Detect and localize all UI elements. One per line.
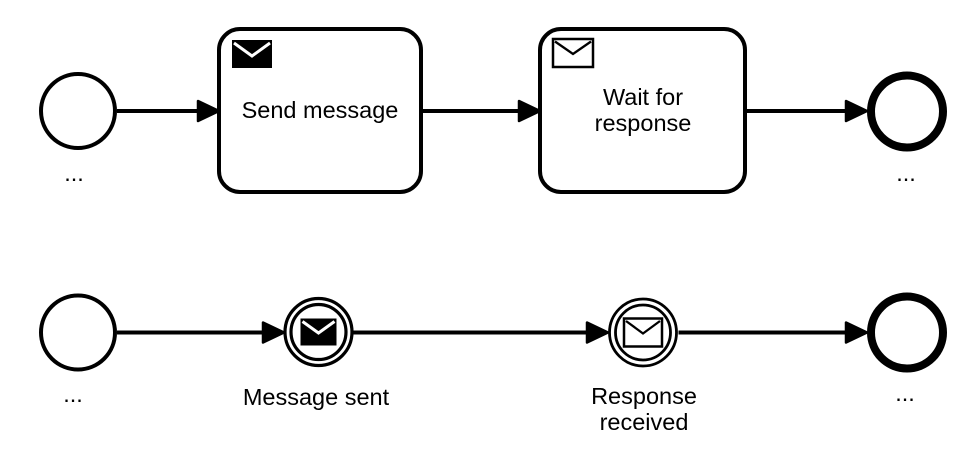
event-outer-ring: [283, 296, 354, 368]
sequence-flow-bottom-2[interactable]: [353, 321, 610, 344]
send-message-task-label: Send message: [242, 97, 399, 123]
end-event-circle: [867, 292, 947, 373]
envelope-flap: [301, 320, 336, 335]
message-catch-event-label-line1: Response: [591, 383, 697, 409]
message-catch-event-label-line2: received: [600, 409, 689, 435]
start-event-top-label: ...: [64, 160, 84, 186]
outline-envelope-icon: [622, 317, 664, 348]
message-throw-event[interactable]: [283, 296, 354, 368]
envelope-flap: [625, 320, 661, 335]
wait-for-response-task[interactable]: Wait for response: [538, 27, 747, 194]
start-event-circle: [39, 293, 117, 372]
event-inner-ring: [614, 303, 672, 362]
arrowhead-icon: [261, 321, 286, 344]
start-event-circle: [39, 72, 117, 150]
message-catch-event[interactable]: [608, 297, 678, 368]
wait-task-label-line1: Wait for: [603, 84, 683, 110]
arrowhead-icon: [517, 99, 542, 123]
sequence-flow-top-1[interactable]: [117, 99, 221, 123]
outline-envelope-icon: [551, 37, 595, 69]
event-inner-ring: [289, 302, 348, 362]
wait-task-label-line2: response: [595, 110, 692, 136]
arrowhead-icon: [196, 99, 221, 123]
send-message-task[interactable]: Send message: [217, 27, 423, 194]
process-row-top: ... Send message Wait for response: [39, 27, 947, 194]
event-outer-ring: [608, 297, 678, 368]
filled-envelope-icon: [232, 40, 272, 68]
sequence-flow-top-2[interactable]: [421, 99, 542, 123]
sequence-flow-bottom-3[interactable]: [678, 321, 869, 344]
start-event-bottom[interactable]: [39, 293, 117, 372]
end-event-top[interactable]: [867, 71, 947, 152]
end-event-circle: [867, 71, 947, 152]
arrowhead-icon: [844, 99, 869, 123]
arrowhead-icon: [585, 321, 610, 344]
start-event-bottom-label: ...: [63, 381, 83, 407]
end-event-bottom-label: ...: [895, 380, 915, 406]
end-event-bottom[interactable]: [867, 292, 947, 373]
envelope-flap: [233, 41, 271, 58]
end-event-top-label: ...: [896, 160, 916, 186]
envelope-flap: [554, 40, 592, 56]
start-event-top[interactable]: [39, 72, 117, 150]
process-row-bottom: ... Message sent Response: [39, 292, 947, 435]
message-throw-event-label: Message sent: [243, 384, 390, 410]
filled-envelope-icon: [300, 318, 337, 346]
sequence-flow-bottom-1[interactable]: [117, 321, 286, 344]
sequence-flow-top-3[interactable]: [745, 99, 869, 123]
arrowhead-icon: [844, 321, 869, 344]
